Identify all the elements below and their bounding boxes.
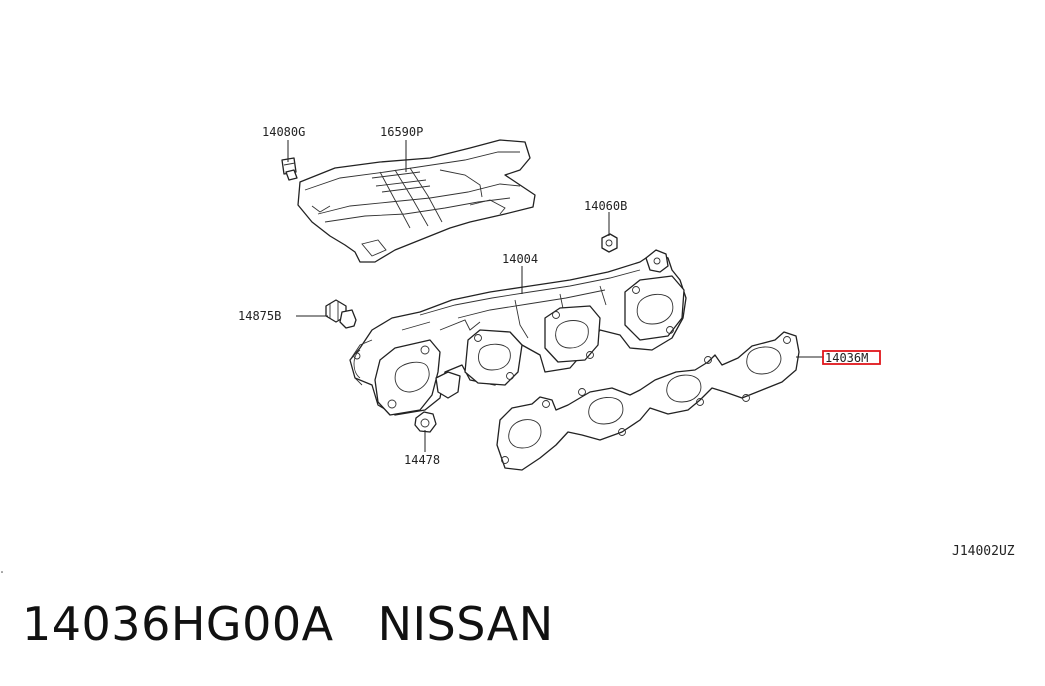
- nut-14478-part[interactable]: [414, 411, 437, 433]
- exhaust-manifold-part[interactable]: [349, 249, 687, 416]
- callout-14060b[interactable]: 14060B: [584, 199, 627, 213]
- part-number: 14036HG00A: [22, 597, 334, 651]
- gasket-14036m-part[interactable]: [496, 331, 800, 471]
- stud-14060b-part[interactable]: [601, 233, 618, 253]
- callout-14036m[interactable]: 14036M: [825, 351, 868, 365]
- brand-name: NISSAN: [377, 597, 554, 651]
- edge-dot: [1, 571, 3, 573]
- heat-shield-part[interactable]: [297, 139, 536, 263]
- callout-14004[interactable]: 14004: [502, 252, 538, 266]
- sensor-14875b-part[interactable]: [325, 299, 357, 329]
- callout-14875b[interactable]: 14875B: [238, 309, 281, 323]
- diagram-reference-code: J14002UZ: [952, 544, 1015, 559]
- highlight-box: [822, 350, 881, 365]
- bolt-14080g-part[interactable]: [281, 157, 298, 181]
- callout-14478[interactable]: 14478: [404, 453, 440, 467]
- callout-16590p[interactable]: 16590P: [380, 125, 423, 139]
- callout-14080g[interactable]: 14080G: [262, 125, 305, 139]
- part-caption: 14036HG00A NISSAN: [22, 597, 554, 651]
